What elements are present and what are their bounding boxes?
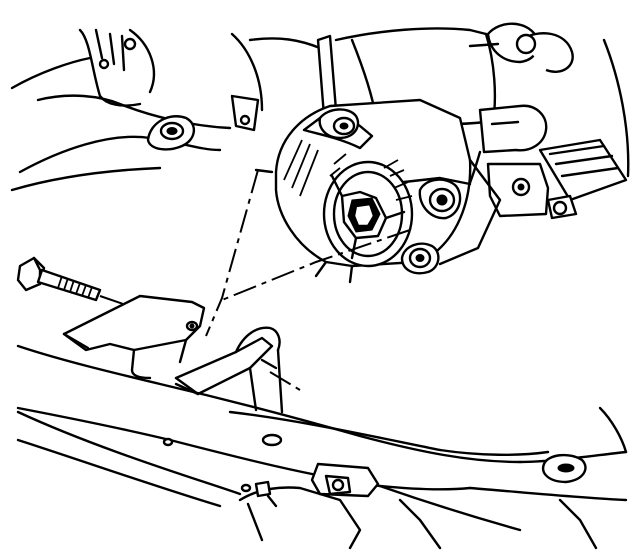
mount-bracket-icon <box>62 294 284 414</box>
body-grommet-icon <box>146 115 195 151</box>
engine-mount-bushing-icon <box>274 98 502 284</box>
upper-body-panel <box>10 28 322 192</box>
alignment-guide-lines <box>205 168 411 391</box>
subframe-crossmember-icon <box>16 344 628 550</box>
